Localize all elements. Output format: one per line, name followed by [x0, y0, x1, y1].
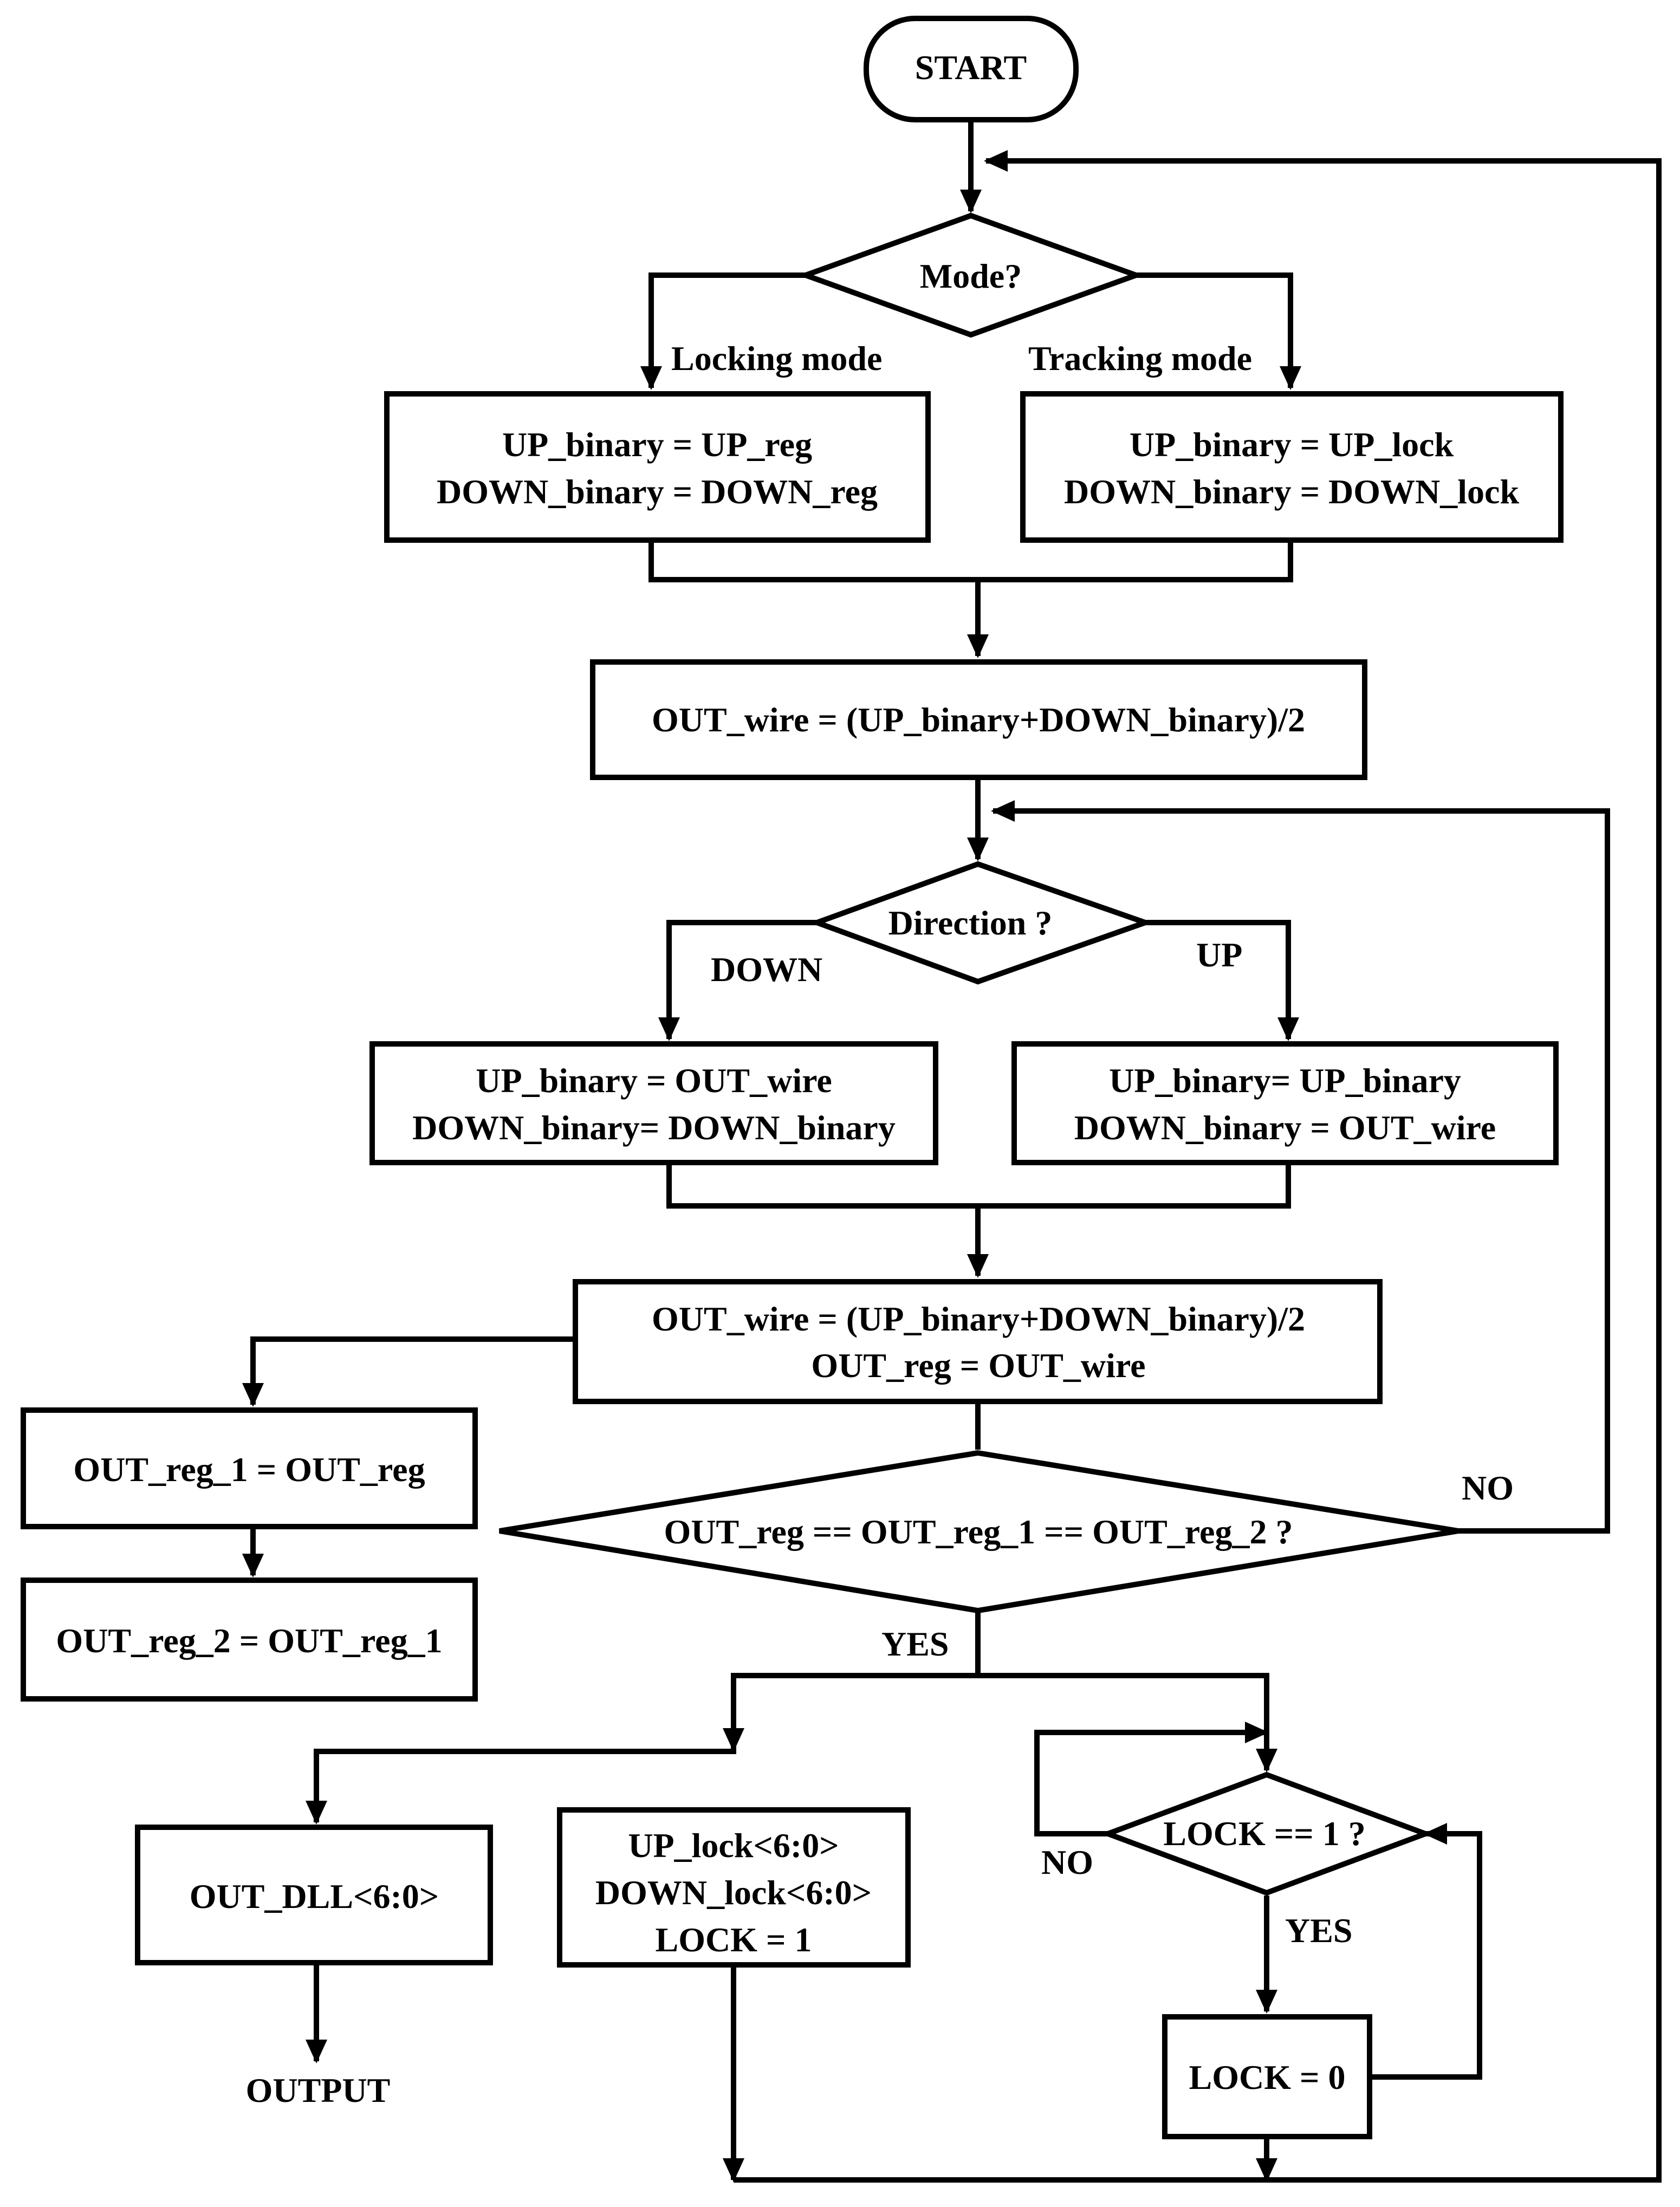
- mode-merge-arrow: [648, 540, 1293, 656]
- lock-decision-text: LOCK == 1 ?: [1163, 1814, 1365, 1853]
- tracking-box-line-2: DOWN_binary = DOWN_lock: [1064, 472, 1519, 511]
- reg2-box: OUT_reg_2 = OUT_reg_1: [21, 1578, 478, 1702]
- update-box-line-1: OUT_wire = (UP_binary+DOWN_binary)/2: [652, 1300, 1305, 1338]
- direction-up-arrow: [1145, 920, 1299, 1041]
- reg1-box: OUT_reg_1 = OUT_reg: [21, 1407, 478, 1529]
- lock-box-line-3: LOCK = 1: [656, 1920, 812, 1959]
- yes-to-lockcheck-arrow: [978, 1673, 1277, 1773]
- update-box-line-2: OUT_reg = OUT_wire: [811, 1346, 1145, 1385]
- compare-decision-text: OUT_reg == OUT_reg_1 == OUT_reg_2 ?: [664, 1513, 1293, 1551]
- down-label: DOWN: [711, 950, 822, 989]
- outer-loop-line: [971, 150, 1662, 2183]
- mode-decision: Mode?: [797, 212, 1144, 338]
- direction-merge-arrow: [666, 1163, 1291, 1276]
- down-branch-box: UP_binary = OUT_wire DOWN_binary= DOWN_b…: [369, 1041, 938, 1165]
- compare-yes-label: YES: [881, 1625, 949, 1663]
- compare-no-loop-line: [991, 800, 1610, 1534]
- connectors: [242, 120, 1662, 2183]
- tracking-branch-arrow: [1136, 272, 1301, 390]
- lock-box-line-1: UP_lock<6:0>: [628, 1826, 839, 1865]
- up-label: UP: [1196, 936, 1242, 974]
- compare-decision: OUT_reg == OUT_reg_1 == OUT_reg_2 ?: [499, 1450, 1459, 1614]
- locking-mode-label: Locking mode: [671, 339, 882, 378]
- out-wire-box-text: OUT_wire = (UP_binary+DOWN_binary)/2: [652, 700, 1305, 739]
- locking-branch-arrow: [640, 272, 806, 390]
- out-dll-box-text: OUT_DLL<6:0>: [190, 1877, 439, 1916]
- update-to-reg1-arrow: [242, 1336, 575, 1407]
- start-text: START: [915, 48, 1027, 87]
- compare-yes-line: [723, 1611, 981, 1752]
- out-wire-box: OUT_wire = (UP_binary+DOWN_binary)/2: [590, 659, 1367, 780]
- down-box-line-2: DOWN_binary= DOWN_binary: [412, 1108, 896, 1147]
- reg2-box-text: OUT_reg_2 = OUT_reg_1: [56, 1621, 442, 1660]
- locking-box-line-2: DOWN_binary = DOWN_reg: [437, 472, 878, 511]
- direction-down-arrow: [658, 920, 817, 1041]
- direction-decision-text: Direction ?: [888, 904, 1053, 942]
- mode-decision-text: Mode?: [920, 257, 1022, 295]
- down-box-line-1: UP_binary = OUT_wire: [476, 1061, 832, 1100]
- lock-decision: LOCK == 1 ?: [1100, 1771, 1433, 1896]
- locking-mode-box: UP_binary = UP_reg DOWN_binary = DOWN_re…: [384, 391, 931, 543]
- update-box: OUT_wire = (UP_binary+DOWN_binary)/2 OUT…: [573, 1279, 1383, 1404]
- out-dll-box: OUT_DLL<6:0>: [135, 1825, 493, 1965]
- up-box-line-2: DOWN_binary = OUT_wire: [1074, 1108, 1496, 1147]
- lock-no-loop-line: [1034, 1722, 1269, 1836]
- start-node: START: [864, 16, 1079, 122]
- locking-box-line-1: UP_binary = UP_reg: [502, 425, 812, 464]
- compare-no-label: NO: [1462, 1469, 1514, 1507]
- lock-output-box: UP_lock<6:0> DOWN_lock<6:0> LOCK = 1: [557, 1807, 911, 1968]
- lock-reset-loop-line: [1370, 1823, 1482, 2080]
- tracking-mode-box: UP_binary = UP_lock DOWN_binary = DOWN_l…: [1020, 391, 1564, 543]
- direction-decision: Direction ?: [809, 861, 1154, 985]
- up-branch-box: UP_binary= UP_binary DOWN_binary = OUT_w…: [1011, 1041, 1559, 1165]
- lock-reset-box-text: LOCK = 0: [1189, 2058, 1346, 2096]
- lock-box-line-2: DOWN_lock<6:0>: [595, 1873, 872, 1912]
- output-label: OUTPUT: [246, 2071, 391, 2109]
- tracking-box-line-1: UP_binary = UP_lock: [1130, 425, 1454, 464]
- lock-reset-box: LOCK = 0: [1162, 2014, 1372, 2139]
- tracking-mode-label: Tracking mode: [1028, 339, 1252, 378]
- up-box-line-1: UP_binary= UP_binary: [1109, 1061, 1461, 1100]
- yes-to-outdll-arrow: [306, 1749, 736, 1825]
- lock-no-label: NO: [1041, 1843, 1093, 1881]
- reg1-box-text: OUT_reg_1 = OUT_reg: [73, 1450, 425, 1489]
- lock-yes-label: YES: [1285, 1911, 1353, 1950]
